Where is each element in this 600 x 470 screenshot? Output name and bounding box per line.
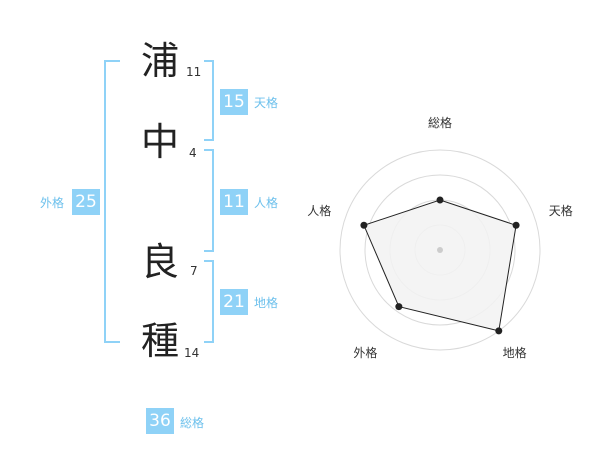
radar-center-dot xyxy=(437,247,443,253)
soukaku-label: 総格 xyxy=(180,416,205,430)
radar-axis-label-1: 天格 xyxy=(548,203,573,218)
chikaku-bracket xyxy=(204,260,214,343)
gaikaku-value-badge: 25 xyxy=(72,189,100,215)
name-char-1: 浦 xyxy=(140,39,179,83)
name-char-3: 良 xyxy=(140,240,179,284)
radar-polygon xyxy=(363,199,517,332)
radar-labels: 総格天格地格 外格 人格 xyxy=(300,110,580,370)
radar-ring-4 xyxy=(339,149,541,351)
radar-point-1 xyxy=(512,221,520,229)
radar-axis-label-2: 地格 xyxy=(502,345,527,360)
chikaku-value-badge: 21 xyxy=(220,289,248,315)
jinkaku-label: 人格 xyxy=(254,196,279,210)
name-char-2: 中 xyxy=(140,120,179,164)
radar-point-2 xyxy=(495,327,503,335)
radar-axis-label-3: 外格 xyxy=(353,345,378,360)
radar-point-0 xyxy=(436,196,444,204)
radar-point-3 xyxy=(395,303,403,311)
chikaku-label: 地格 xyxy=(254,296,279,310)
tenkaku-value-badge: 15 xyxy=(220,89,248,115)
stroke-count-1: 11 xyxy=(186,65,202,79)
radar-ring-3 xyxy=(364,174,516,326)
stroke-count-4: 14 xyxy=(184,346,200,360)
jinkaku-bracket xyxy=(204,149,214,252)
radar-axis-label-4: 人格 xyxy=(307,203,332,218)
tenkaku-bracket xyxy=(204,60,214,141)
radar-chart xyxy=(339,149,541,351)
stroke-count-2: 4 xyxy=(189,146,197,160)
radar-point-4 xyxy=(360,221,368,229)
tenkaku-label: 天格 xyxy=(254,96,279,110)
jinkaku-value-badge: 11 xyxy=(220,189,248,215)
soukaku-value-badge: 36 xyxy=(146,408,174,434)
name-char-4: 種 xyxy=(140,319,179,363)
radar-axis-label-0: 総格 xyxy=(427,116,453,130)
gaikaku-bracket xyxy=(104,60,120,343)
stroke-count-3: 7 xyxy=(190,264,198,278)
gaikaku-label: 外格 xyxy=(40,196,65,210)
